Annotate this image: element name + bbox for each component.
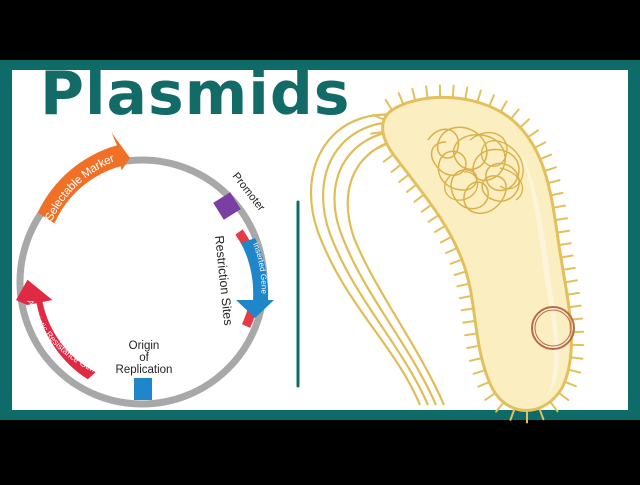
pilus xyxy=(453,86,454,98)
origin-label-line-1: Origin xyxy=(129,340,160,352)
pilus xyxy=(571,357,583,358)
origin-label-line-3: Replication xyxy=(116,364,173,376)
page-title: Plasmids xyxy=(40,64,351,124)
origin-of-replication-block xyxy=(134,378,152,400)
origin-label-line-2: of xyxy=(139,352,149,364)
